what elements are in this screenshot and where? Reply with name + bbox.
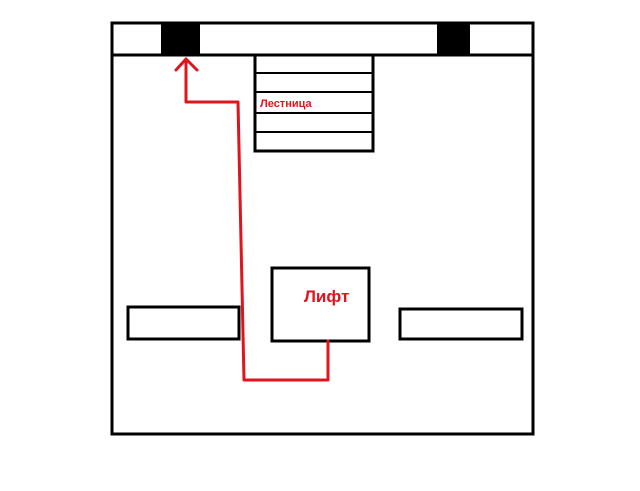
elevator-label: Лифт [304, 287, 349, 306]
counter-left [126, 305, 241, 341]
elevator-outline [270, 266, 371, 343]
stairs-label: Лестница [260, 98, 312, 110]
staircase-outline [253, 53, 375, 153]
counter-right [398, 307, 524, 341]
door-left [161, 24, 200, 54]
elevator: Лифт [270, 266, 371, 343]
route-arrowhead [174, 57, 199, 72]
building-outline [110, 21, 535, 436]
route-path [184, 58, 330, 382]
staircase: Лестница [253, 53, 375, 153]
door-right [437, 24, 470, 54]
